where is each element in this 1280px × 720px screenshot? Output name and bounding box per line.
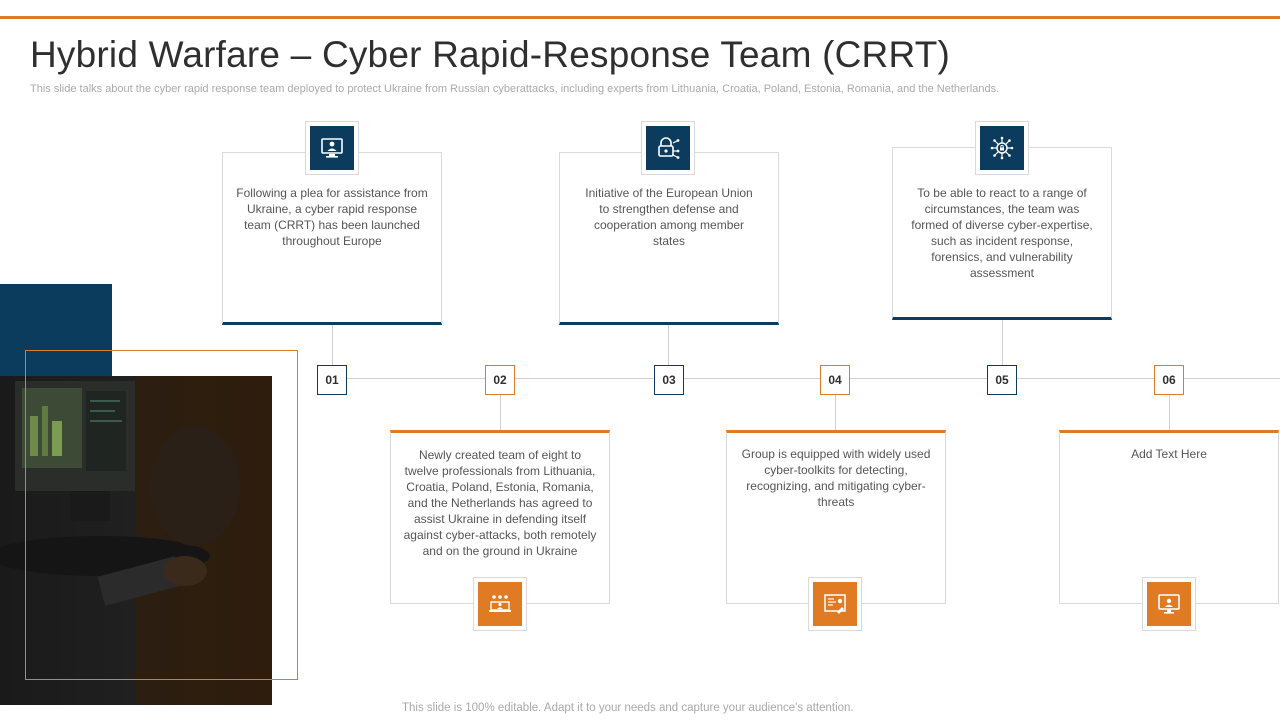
connector-05 <box>1002 320 1003 365</box>
step-text-02: Newly created team of eight to twelve pr… <box>403 448 597 558</box>
step-text-01: Following a plea for assistance from Ukr… <box>236 186 428 248</box>
step-icon-box-01 <box>305 121 359 175</box>
photo-frame <box>25 350 298 680</box>
top-accent-rule <box>0 16 1280 19</box>
page-title: Hybrid Warfare – Cyber Rapid-Response Te… <box>30 34 951 75</box>
computer-user-icon <box>321 138 343 158</box>
step-card-04: Group is equipped with widely used cyber… <box>726 430 946 604</box>
hacker-photo <box>0 376 272 705</box>
team-desk-icon <box>489 595 511 612</box>
step-number-06: 06 <box>1154 365 1184 395</box>
connector-03 <box>668 325 669 365</box>
step-card-06: Add Text Here <box>1059 430 1279 604</box>
step-number-02: 02 <box>485 365 515 395</box>
connector-01 <box>332 325 333 365</box>
step-card-02: Newly created team of eight to twelve pr… <box>390 430 610 604</box>
connector-02 <box>500 394 501 430</box>
toolkit-screen-icon <box>824 594 846 614</box>
step-text-03: Initiative of the European Union to stre… <box>585 186 753 248</box>
connector-06 <box>1169 394 1170 430</box>
step-icon-box-03 <box>641 121 695 175</box>
step-number-03: 03 <box>654 365 684 395</box>
step-icon-box-06 <box>1142 577 1196 631</box>
footer-note: This slide is 100% editable. Adapt it to… <box>402 702 854 714</box>
step-number-01: 01 <box>317 365 347 395</box>
step-card-05: To be able to react to a range of circum… <box>892 147 1112 320</box>
step-text-06: Add Text Here <box>1131 447 1207 461</box>
step-text-05: To be able to react to a range of circum… <box>911 186 1093 280</box>
step-text-04: Group is equipped with widely used cyber… <box>741 447 931 509</box>
security-lock-icon <box>658 137 680 159</box>
step-icon-box-05 <box>975 121 1029 175</box>
step-number-05: 05 <box>987 365 1017 395</box>
step-card-01: Following a plea for assistance from Ukr… <box>222 152 442 325</box>
step-icon-box-02 <box>473 577 527 631</box>
step-number-04: 04 <box>820 365 850 395</box>
photo-accent-block <box>0 284 112 384</box>
step-card-03: Initiative of the European Union to stre… <box>559 152 779 325</box>
connector-04 <box>835 394 836 430</box>
step-icon-box-04 <box>808 577 862 631</box>
hacker-photo-illustration <box>0 381 240 606</box>
timeline-line <box>318 378 1280 379</box>
monitor-icon <box>1158 594 1180 614</box>
network-lock-icon <box>990 136 1014 160</box>
page-subtitle: This slide talks about the cyber rapid r… <box>30 83 1000 95</box>
